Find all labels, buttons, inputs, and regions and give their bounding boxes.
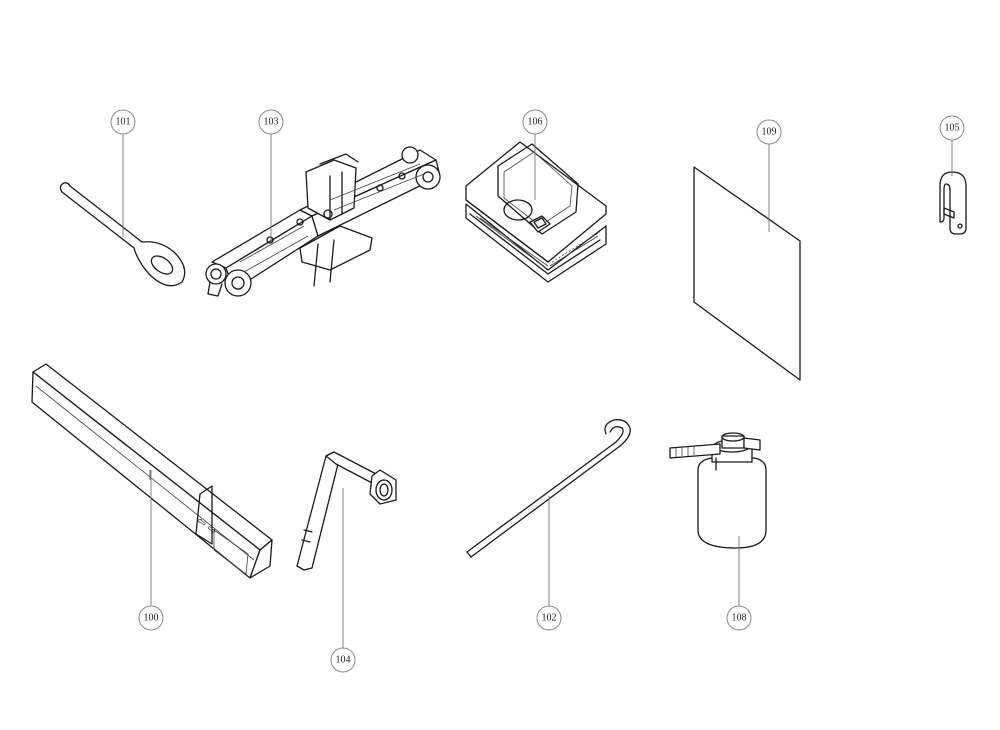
part-108-sealant-bottle — [669, 432, 767, 549]
part-104-lug-wrench — [296, 451, 397, 571]
callout-101-label: 101 — [116, 117, 131, 128]
callout-108: 108 — [726, 605, 752, 631]
callout-103: 103 — [258, 109, 284, 135]
part-106-compressor — [465, 141, 607, 283]
callout-106-label: 106 — [528, 117, 543, 128]
callout-109-label: 109 — [762, 127, 777, 138]
callout-102-label: 102 — [542, 613, 557, 624]
callout-106: 106 — [522, 109, 548, 135]
callout-100-label: 100 — [144, 613, 159, 624]
callout-102: 102 — [536, 605, 562, 631]
part-102-hook-rod — [466, 419, 631, 558]
callout-104: 104 — [330, 647, 356, 673]
part-109-sheet — [693, 166, 801, 381]
callout-103-label: 103 — [264, 117, 279, 128]
part-101-eye-wrench — [59, 182, 186, 287]
callout-100: 100 — [138, 605, 164, 631]
callout-105-label: 105 — [945, 123, 960, 134]
callout-104-label: 104 — [336, 655, 351, 666]
callout-105: 105 — [939, 115, 965, 141]
part-103-scissor-jack — [205, 146, 441, 297]
callout-109: 109 — [756, 119, 782, 145]
part-100-long-box — [31, 363, 273, 579]
part-105-clip — [939, 171, 967, 235]
callout-101: 101 — [110, 109, 136, 135]
callout-108-label: 108 — [732, 613, 747, 624]
